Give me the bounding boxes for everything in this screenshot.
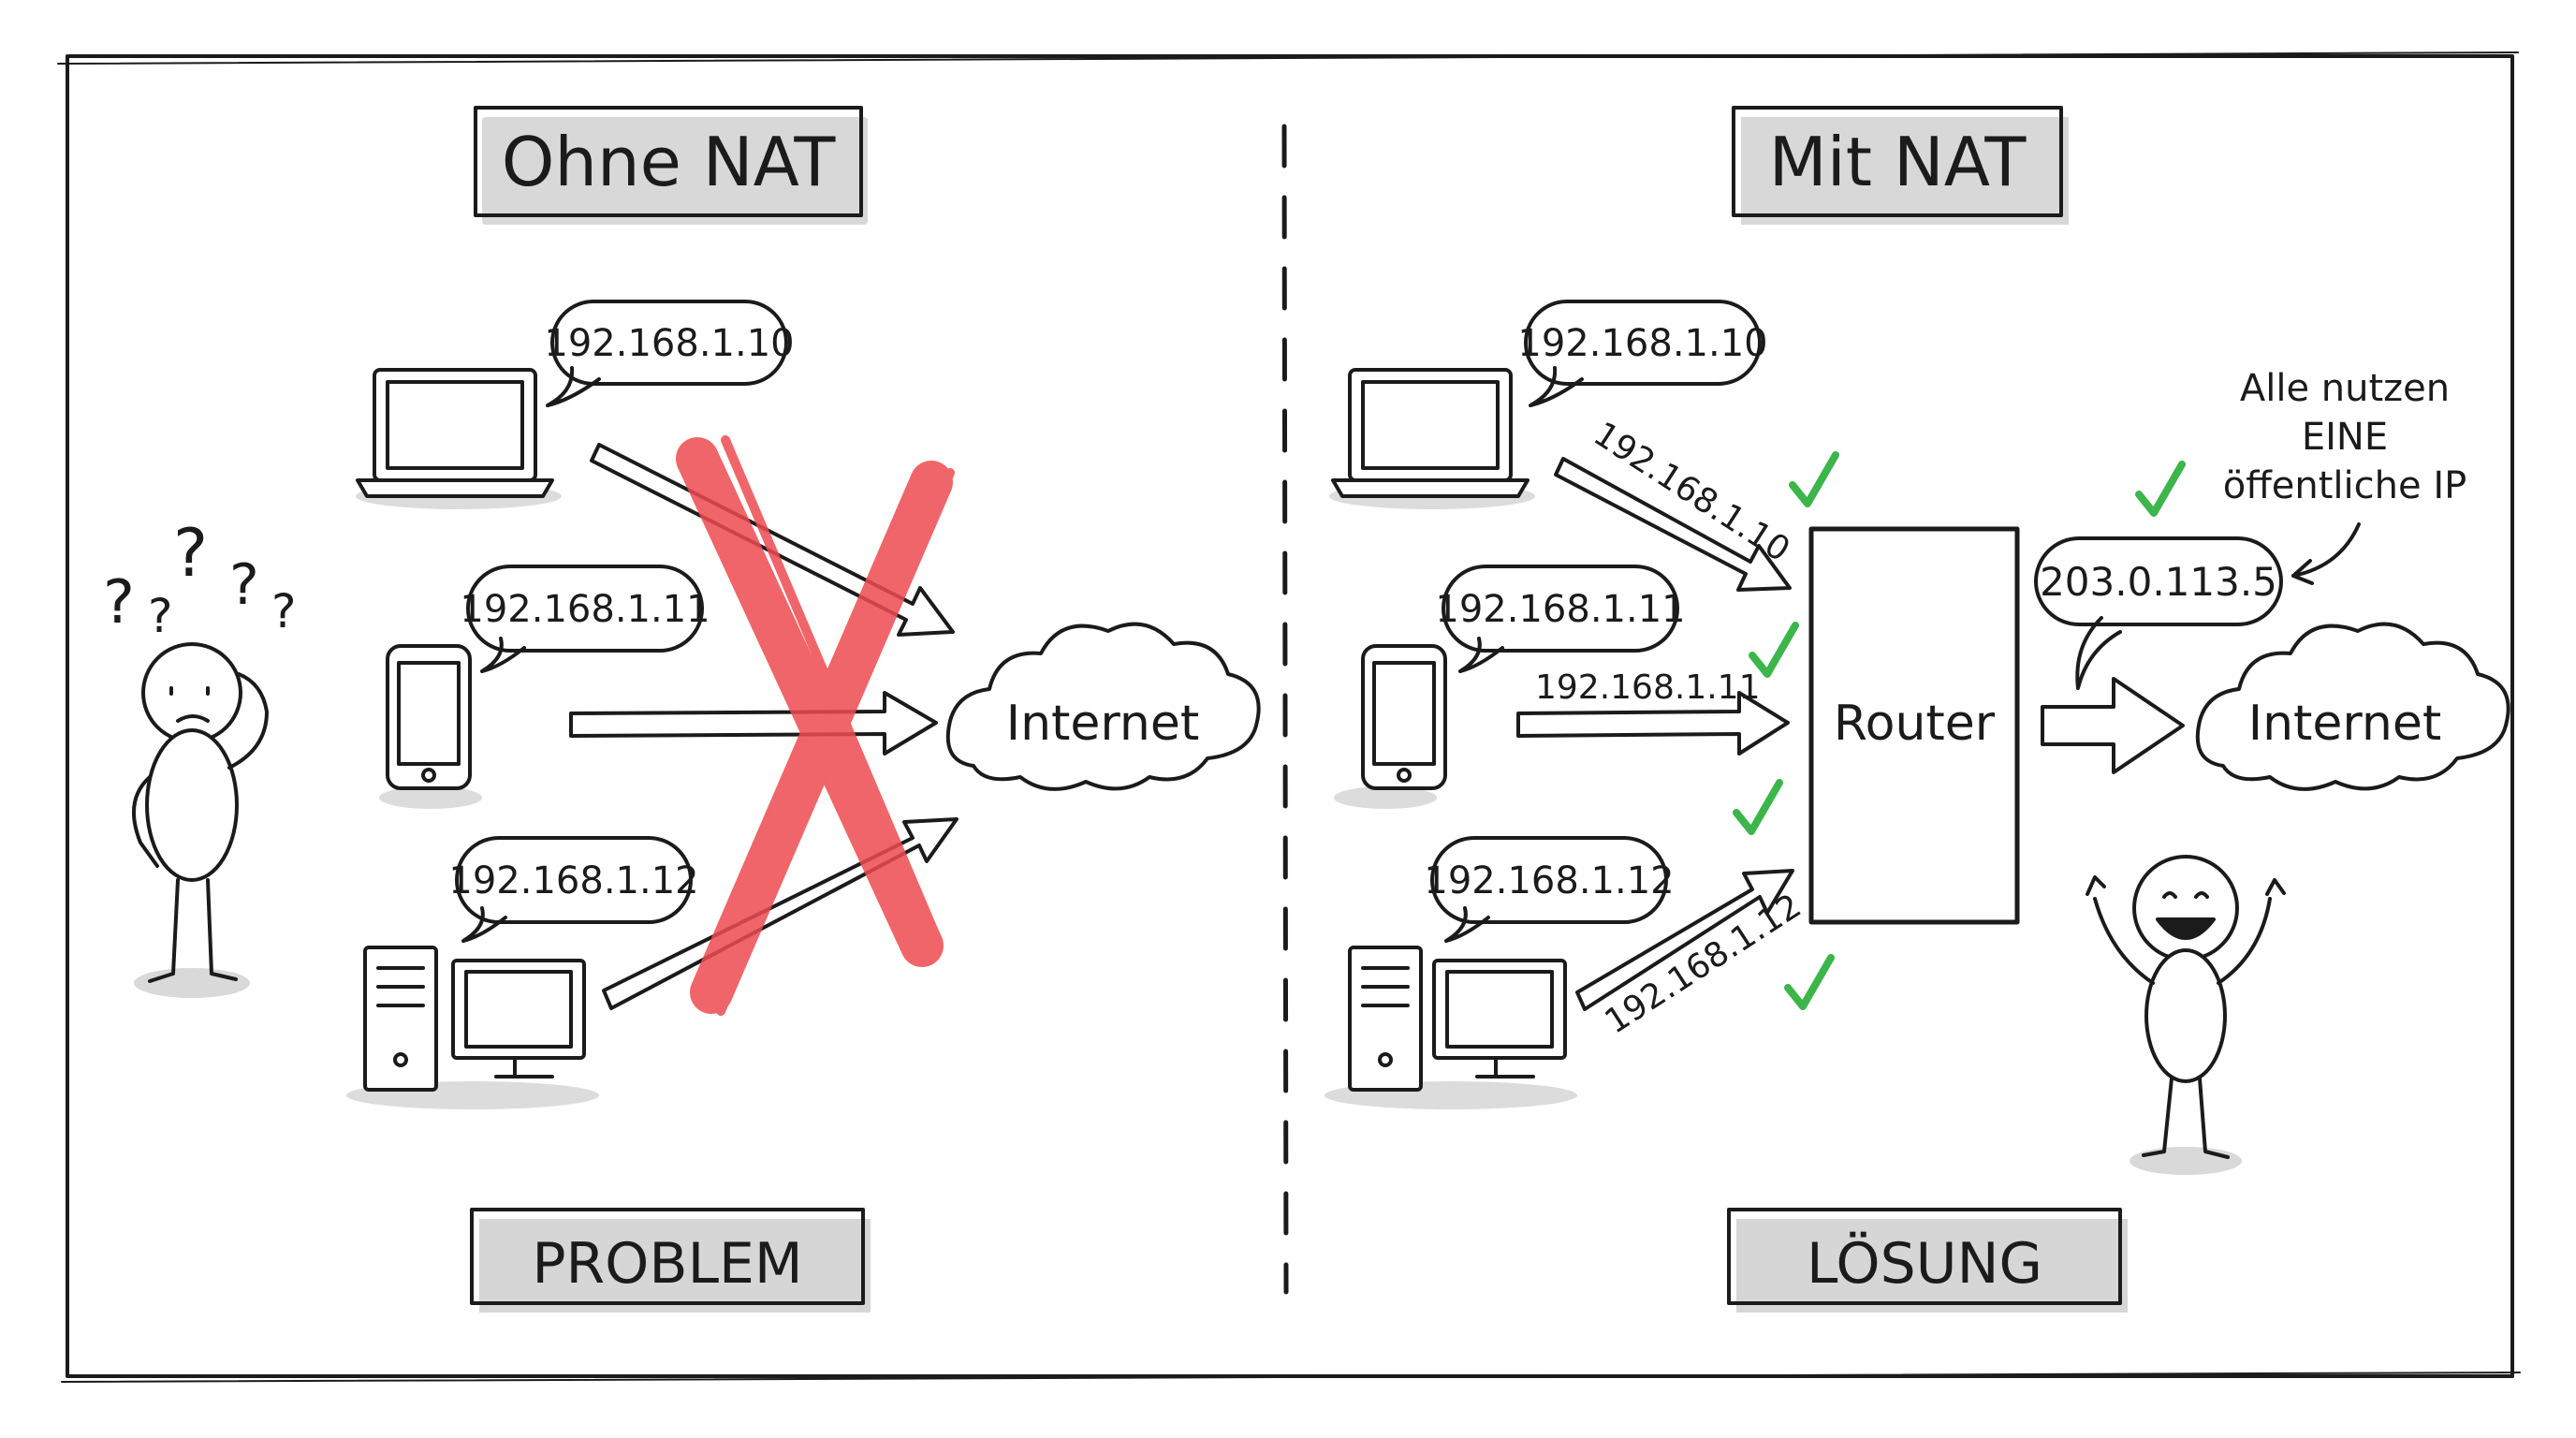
public-ip-label: 203.0.113.5	[2040, 559, 2277, 605]
internet-cloud-right: Internet	[2195, 622, 2510, 791]
svg-text:?: ?	[271, 584, 297, 638]
desktop-computer-icon	[1325, 946, 1577, 1109]
smartphone-icon	[379, 644, 482, 809]
router-label: Router	[1834, 696, 1996, 752]
arrow-left-laptop	[590, 443, 955, 637]
arrow-right-laptop: 192.168.1.10	[1554, 415, 1796, 592]
note-arrow	[2291, 522, 2361, 585]
left-panel: Ohne NAT ? ? ? ? ?	[103, 106, 1261, 1313]
check-icon	[1749, 622, 1799, 678]
laptop-icon	[1329, 368, 1535, 509]
ip-bubble-right-2: 192.168.1.11	[1435, 565, 1686, 673]
title-box-right: Mit NAT	[1732, 106, 2069, 225]
center-divider	[1281, 124, 1289, 1295]
arrow-left-desktop	[602, 817, 959, 1010]
check-icon	[1784, 954, 1835, 1010]
ip-bubble-left-3: 192.168.1.12	[448, 836, 699, 943]
ip-bubble-left-1: 192.168.1.10	[544, 300, 795, 407]
internet-label-right: Internet	[2248, 696, 2441, 752]
ip-label-right-2: 192.168.1.11	[1435, 588, 1685, 631]
arrow-right-phone: 192.168.1.11	[1516, 668, 1790, 756]
shared-ip-note: Alle nutzen EINE öffentliche IP	[2223, 367, 2467, 585]
svg-text:?: ?	[103, 568, 135, 638]
title-box-left: Ohne NAT	[474, 106, 868, 225]
ip-label-left-3: 192.168.1.12	[448, 859, 698, 902]
internet-label-left: Internet	[1006, 696, 1199, 752]
solution-badge: LÖSUNG	[1727, 1208, 2128, 1313]
arrow-label-right-2: 192.168.1.11	[1535, 668, 1760, 707]
happy-person-icon	[2086, 855, 2286, 1175]
problem-label: PROBLEM	[532, 1231, 802, 1297]
ip-bubble-right-1: 192.168.1.10	[1517, 300, 1768, 407]
ip-label-left-1: 192.168.1.10	[544, 322, 794, 365]
right-panel: Mit NAT 192.168.1.10	[1325, 106, 2510, 1313]
router-icon: Router	[1808, 526, 2020, 925]
arrow-left-phone	[569, 691, 938, 756]
note-line-3: öffentliche IP	[2223, 464, 2467, 507]
page-title-right: Mit NAT	[1769, 123, 2027, 201]
problem-badge: PROBLEM	[470, 1208, 871, 1313]
check-icon	[1789, 451, 1839, 507]
ip-label-right-1: 192.168.1.10	[1517, 322, 1767, 365]
smartphone-icon	[1334, 644, 1447, 809]
public-ip-bubble: 203.0.113.5	[2034, 536, 2283, 690]
ip-label-right-3: 192.168.1.12	[1424, 859, 1674, 902]
outer-frame	[57, 51, 2521, 1383]
ip-bubble-right-3: 192.168.1.12	[1424, 836, 1675, 943]
laptop-icon	[356, 368, 562, 509]
red-cross-icon	[676, 435, 955, 1016]
note-line-2: EINE	[2302, 416, 2388, 459]
desktop-computer-icon	[346, 946, 599, 1109]
check-icon	[1733, 779, 1783, 835]
svg-text:?: ?	[148, 589, 173, 643]
note-line-1: Alle nutzen	[2240, 367, 2450, 410]
arrow-router-internet	[2041, 677, 2185, 774]
confused-person-icon: ? ? ? ? ?	[103, 515, 297, 998]
check-icon	[2135, 461, 2186, 517]
page-title-left: Ohne NAT	[502, 123, 837, 201]
check-icons	[1733, 451, 2186, 1010]
internet-cloud-left: Internet	[945, 622, 1261, 791]
ip-label-left-2: 192.168.1.11	[460, 588, 710, 631]
svg-text:?: ?	[229, 552, 259, 618]
svg-text:?: ?	[173, 515, 208, 592]
solution-label: LÖSUNG	[1807, 1230, 2042, 1297]
arrow-label-right-3: 192.168.1.12	[1599, 887, 1808, 1041]
ip-bubble-left-2: 192.168.1.11	[460, 565, 710, 673]
